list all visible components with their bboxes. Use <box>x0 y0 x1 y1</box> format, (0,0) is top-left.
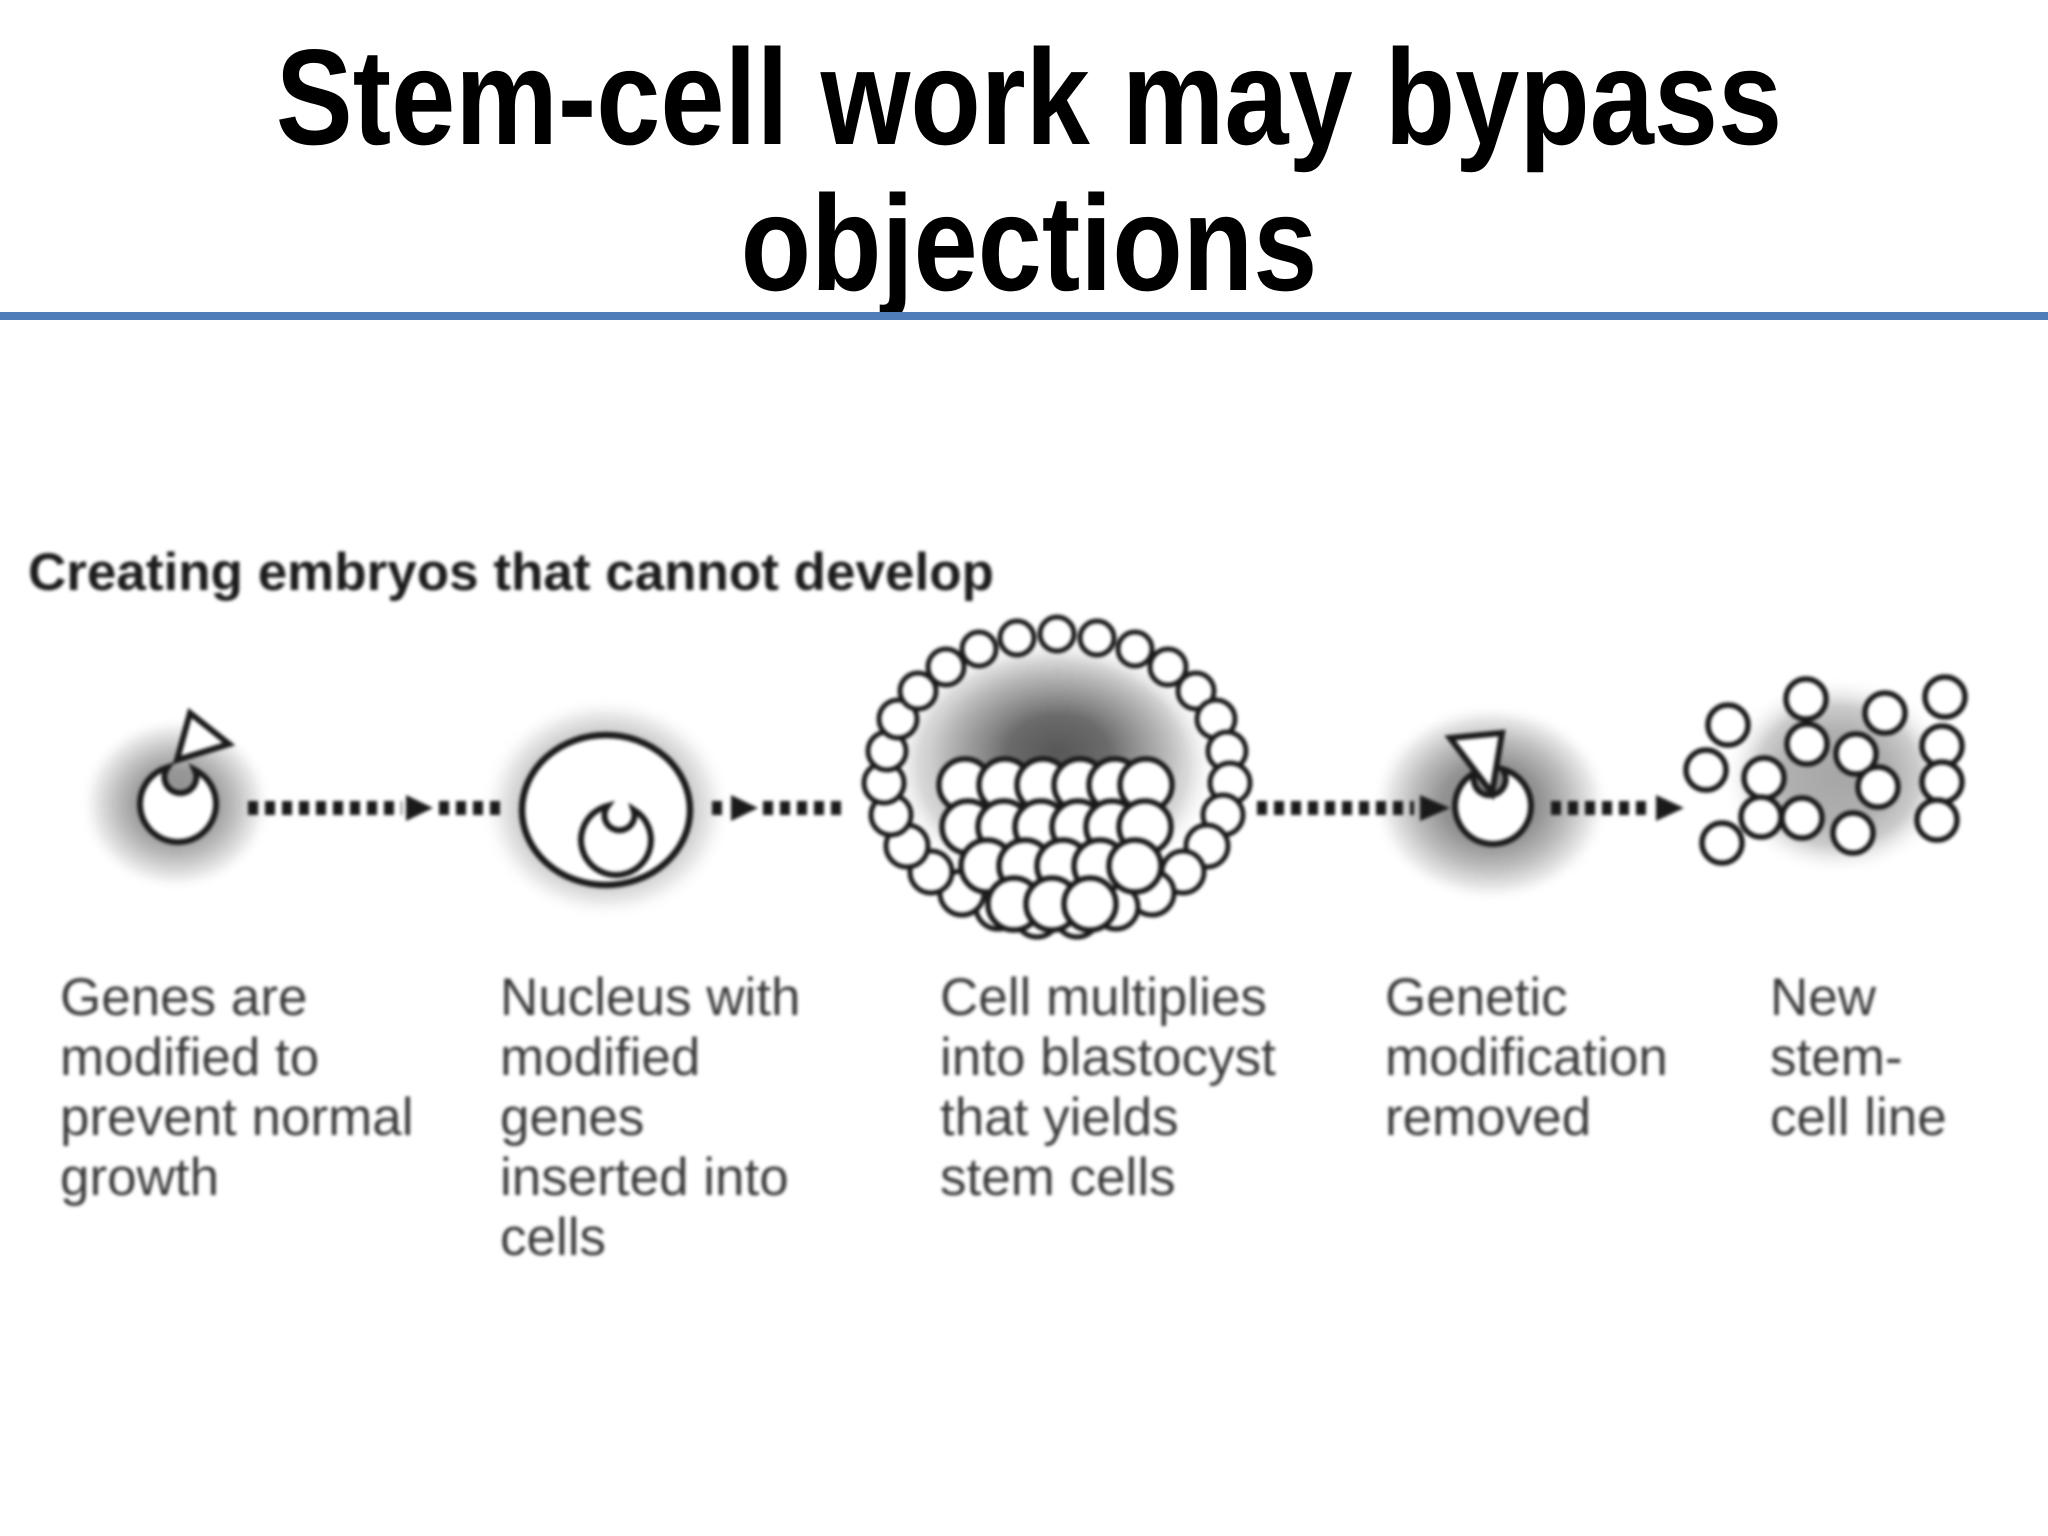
svg-text:genes: genes <box>500 1088 644 1147</box>
svg-text:Creating embryos that cannot d: Creating embryos that cannot develop <box>28 543 994 602</box>
svg-text:stem-: stem- <box>1770 1028 1903 1087</box>
svg-text:stem cells: stem cells <box>940 1148 1176 1207</box>
svg-text:cells: cells <box>500 1208 606 1267</box>
svg-text:inserted into: inserted into <box>500 1148 789 1207</box>
svg-text:Genetic: Genetic <box>1385 968 1568 1027</box>
svg-text:cell line: cell line <box>1770 1088 1947 1147</box>
svg-text:into blastocyst: into blastocyst <box>940 1028 1276 1087</box>
svg-text:modified to: modified to <box>60 1028 319 1087</box>
svg-text:modified: modified <box>500 1028 700 1087</box>
svg-text:prevent normal: prevent normal <box>60 1088 414 1147</box>
svg-text:New: New <box>1770 968 1877 1027</box>
svg-text:Genes are: Genes are <box>60 968 307 1027</box>
svg-text:Nucleus with: Nucleus with <box>500 968 800 1027</box>
svg-text:that yields: that yields <box>940 1088 1179 1147</box>
svg-text:removed: removed <box>1385 1088 1591 1147</box>
svg-text:Cell multiplies: Cell multiplies <box>940 968 1267 1027</box>
svg-text:growth: growth <box>60 1148 219 1207</box>
svg-text:modification: modification <box>1385 1028 1668 1087</box>
